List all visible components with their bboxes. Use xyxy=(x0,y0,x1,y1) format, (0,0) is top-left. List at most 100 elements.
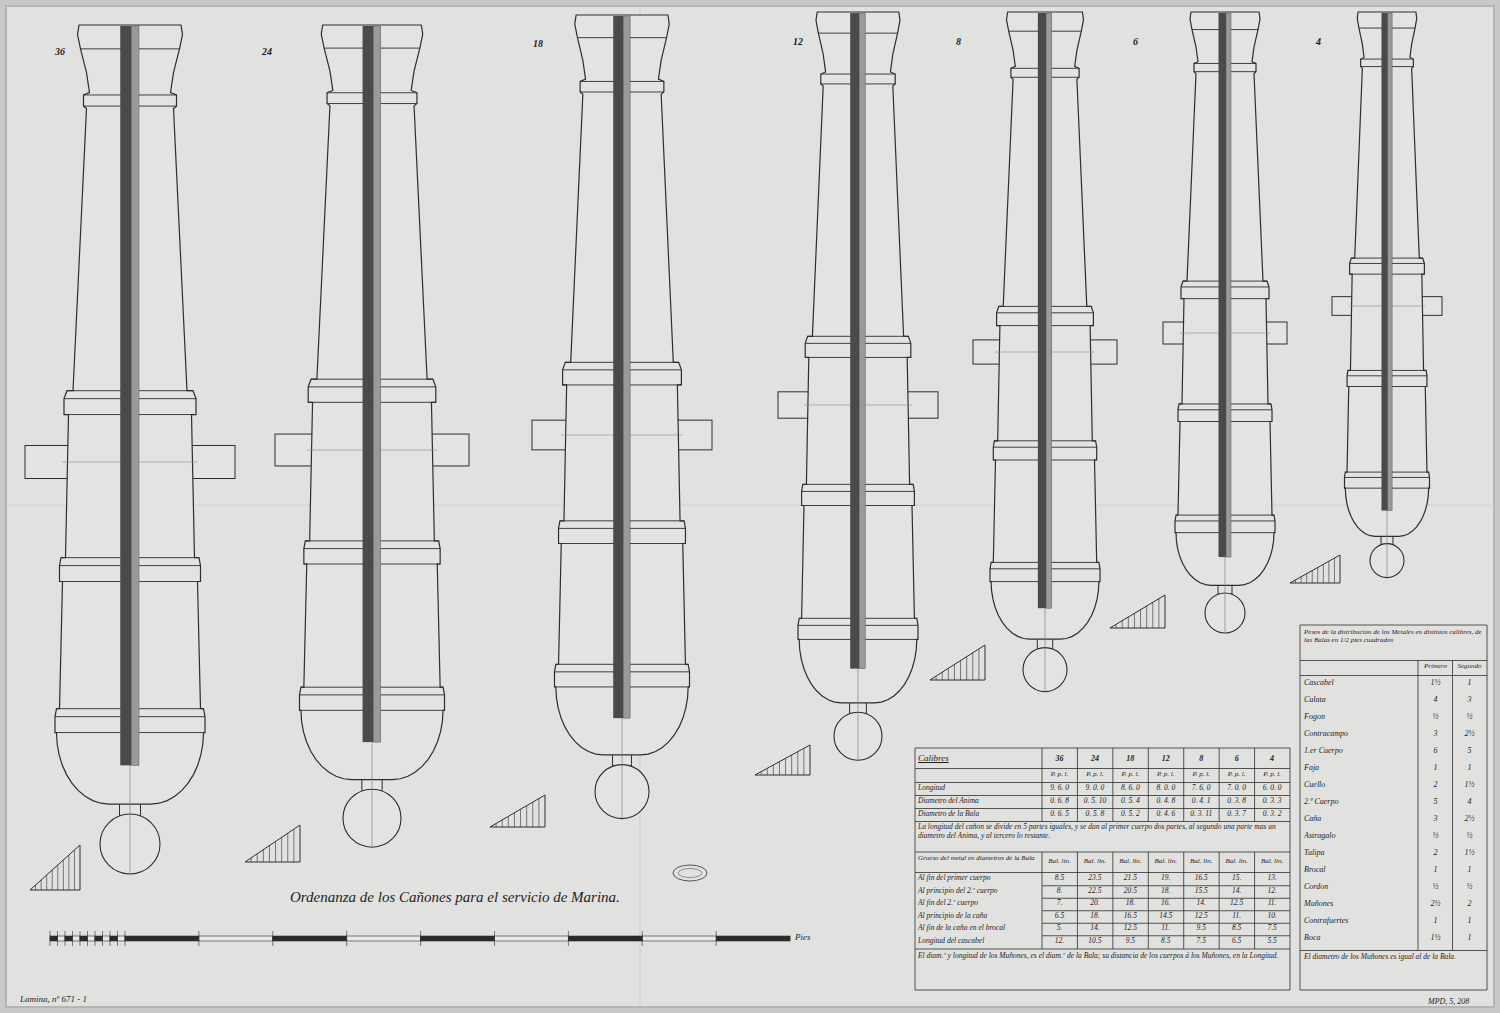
table-header: Bal. lin. xyxy=(1044,857,1076,869)
table-cell: 1½ xyxy=(1420,678,1451,693)
table-header: 12 xyxy=(1150,754,1182,767)
table-cell: 7.5 xyxy=(1256,924,1288,935)
table-cell: 0. 4. 8 xyxy=(1150,797,1182,808)
scale-segment xyxy=(110,936,118,941)
cannon xyxy=(778,12,938,760)
triangle-hatch xyxy=(68,855,69,890)
row-label: Contracampo xyxy=(1304,729,1416,744)
scale-segment xyxy=(58,936,66,941)
table-cell: 7. 0. 0 xyxy=(1221,784,1253,795)
table-rule xyxy=(1183,852,1184,949)
bore-light xyxy=(1226,13,1231,557)
scale-tick xyxy=(72,931,73,946)
table-cell: 0. 3. 8 xyxy=(1221,797,1253,808)
scale-triangle xyxy=(490,795,545,827)
scale-segment xyxy=(73,936,81,941)
scale-tick xyxy=(568,931,569,946)
row-label: Cascabel xyxy=(1304,678,1416,693)
triangle-hatch xyxy=(35,885,36,890)
bore-shade xyxy=(363,26,374,742)
table-cell: P. p. l. xyxy=(1044,770,1076,781)
table-rule xyxy=(1042,852,1043,949)
table-cell: ½ xyxy=(1420,712,1451,727)
table-cell: 2½ xyxy=(1454,729,1485,744)
triangle-hatch xyxy=(1334,558,1335,583)
triangle-hatch xyxy=(791,755,792,775)
triangle-hatch xyxy=(269,846,270,862)
table-cell: 0. 6. 8 xyxy=(1044,797,1076,808)
table-rule xyxy=(915,748,1290,749)
row-label: Muñones xyxy=(1304,899,1416,914)
centre-line xyxy=(1225,556,1226,633)
table-cell: 23.5 xyxy=(1079,874,1111,885)
cannon-body xyxy=(1345,12,1430,536)
row-label: Cuello xyxy=(1304,780,1416,795)
table-cell: 21.5 xyxy=(1114,874,1146,885)
row-label: Contrafuertes xyxy=(1304,916,1416,931)
bore-shade xyxy=(850,13,859,669)
triangle-outline xyxy=(490,795,545,827)
triangle-hatch xyxy=(954,664,955,680)
centre-line xyxy=(858,668,859,761)
table-cell: 0. 3. 7 xyxy=(1221,810,1253,821)
triangle-hatch xyxy=(46,875,47,890)
table-header: 24 xyxy=(1079,754,1111,767)
calibre-number: 8 xyxy=(956,36,961,48)
calibre-number: 4 xyxy=(1316,36,1321,48)
centre-line xyxy=(1045,607,1046,691)
scale-segment xyxy=(103,936,111,941)
table-cell: 1½ xyxy=(1454,780,1485,795)
triangle-hatch xyxy=(514,813,515,827)
scale-triangle xyxy=(245,825,300,862)
table-header: 8 xyxy=(1185,754,1217,767)
triangle-hatch xyxy=(57,865,58,890)
bore-shade xyxy=(1219,13,1227,557)
calibre-number: 18 xyxy=(533,38,543,50)
centre-line xyxy=(1387,510,1388,578)
scale-segment xyxy=(716,936,790,941)
table-cell: 12. xyxy=(1256,887,1288,898)
table-header: 6 xyxy=(1221,754,1253,767)
triangle-hatch xyxy=(532,802,533,827)
table-note: El diam.º y longitud de los Muñones, es … xyxy=(918,952,1287,988)
table-header: Grueso del metal en diametros de la Bala xyxy=(918,854,1040,871)
triangle-hatch xyxy=(538,799,539,827)
triangle-hatch xyxy=(948,668,949,680)
table-header: 4 xyxy=(1256,754,1288,767)
table-rule xyxy=(915,990,1290,991)
table-cell: 1 xyxy=(1454,865,1485,880)
table-cell: 22.5 xyxy=(1079,887,1111,898)
table-cell: 0. 6. 5 xyxy=(1044,810,1076,821)
table-rule xyxy=(1300,625,1301,990)
table-cell: P. p. l. xyxy=(1079,770,1111,781)
cannon-body xyxy=(1175,12,1275,585)
row-label: Caña xyxy=(1304,814,1416,829)
triangle-hatch xyxy=(287,833,288,862)
bore-light xyxy=(1046,13,1052,608)
table-cell: 10. xyxy=(1256,912,1288,923)
triangle-outline xyxy=(930,645,985,680)
centre-line xyxy=(372,741,373,847)
table-cell: 1½ xyxy=(1420,933,1451,948)
triangle-hatch xyxy=(779,762,780,775)
triangle-hatch xyxy=(960,661,961,680)
table-rule xyxy=(1183,748,1184,822)
table-rule xyxy=(1452,661,1453,951)
bore-light xyxy=(373,26,380,742)
table-cell: 4 xyxy=(1454,797,1485,812)
table-cell: 9.5 xyxy=(1185,924,1217,935)
cannon-body xyxy=(798,12,918,703)
bore-shade xyxy=(613,16,623,718)
table-rule xyxy=(915,748,916,990)
table-cell: 18. xyxy=(1079,912,1111,923)
triangle-hatch xyxy=(502,820,503,827)
scale-segment xyxy=(125,936,199,941)
table-rule xyxy=(915,821,1290,822)
table-cell: 8.5 xyxy=(1221,924,1253,935)
scale-triangle xyxy=(1290,555,1340,583)
table-cell: 16.5 xyxy=(1185,874,1217,885)
row-label: Cordon xyxy=(1304,882,1416,897)
triangle-hatch xyxy=(972,653,973,680)
table-header: Segundo xyxy=(1454,662,1485,674)
title: Ordenanza de los Cañones para el servici… xyxy=(290,889,620,906)
